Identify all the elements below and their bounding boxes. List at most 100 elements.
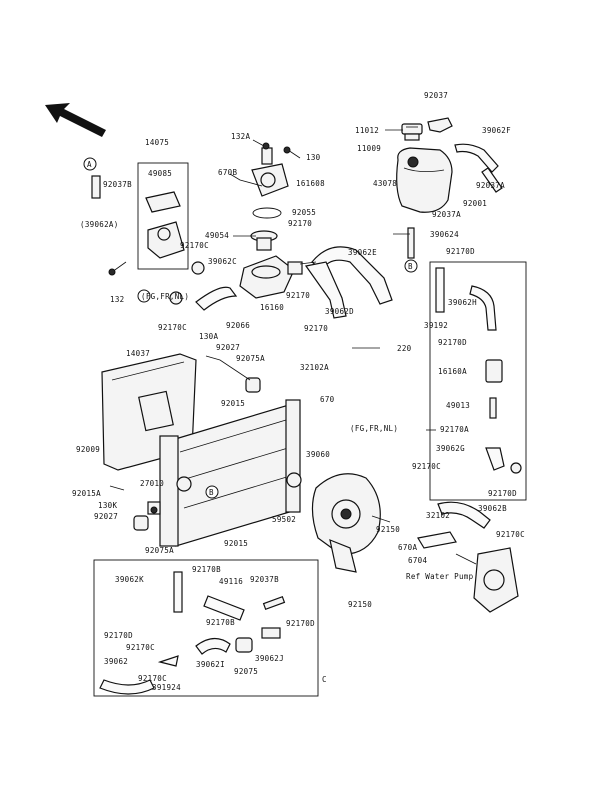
ref-circle-C: B: [205, 485, 219, 499]
label-161608: 161608: [296, 179, 325, 188]
hose-39062e: [311, 246, 393, 305]
label-39062e: 39062E: [348, 248, 377, 257]
label-fgfrnl2: C: [322, 675, 327, 684]
water-pump-59502: [311, 473, 381, 573]
label-92170d5: 92170D: [104, 631, 133, 640]
label-59502: 59502: [272, 515, 296, 524]
hose-39062b: [437, 501, 491, 529]
ref-C-label: B: [209, 488, 214, 497]
filler-neck-161608: [251, 142, 289, 197]
label-92170b: 92170: [286, 291, 310, 300]
label-92170c5: 92170C: [126, 643, 155, 652]
label-39062d: 39062D: [325, 307, 354, 316]
leader-lines: [109, 129, 477, 565]
clip-92170c-mid: [191, 261, 205, 275]
label-92015a2: 92015A: [72, 489, 101, 498]
ref-water-pump-cover: [473, 547, 519, 613]
label-39062c: 39062C: [208, 257, 237, 266]
label-92066: 92066: [226, 321, 250, 330]
label-92027a: 92027: [216, 343, 240, 352]
filler-14075: [137, 162, 189, 270]
overflow-hose-39062f: [454, 143, 503, 193]
label-92170c6: 92170C: [138, 674, 167, 683]
label-32102a: 32102A: [300, 363, 329, 372]
label-39062b: 39062B: [478, 504, 507, 513]
fgfrnl-box-bottom: [93, 559, 319, 697]
o-ring-92055: [252, 207, 282, 219]
label-130a: 130A: [199, 332, 218, 341]
label-92170d2: 92170D: [438, 338, 467, 347]
label-391924: 391924: [152, 683, 181, 692]
label-92015b: 92015: [224, 539, 248, 548]
label-92170c2: 92170C: [158, 323, 187, 332]
front-arrow-icon: [45, 103, 106, 137]
label-92170c1: 92170C: [180, 241, 209, 250]
label-43078: 43078: [373, 179, 397, 188]
label-16160: 16160: [260, 303, 284, 312]
label-92170d3: 92170D: [488, 489, 517, 498]
label-92037a: 92037A: [432, 210, 461, 219]
label-92170c4: 92170C: [496, 530, 525, 539]
ref-A-label: (FG,FR,NL): [141, 292, 189, 301]
label-92009: 92009: [76, 445, 100, 454]
label-16160a: 16160A: [438, 367, 467, 376]
label-6704: 6704: [408, 556, 427, 565]
label-92015a: 92015: [221, 399, 245, 408]
fgfrnl-box-right: [429, 261, 527, 501]
label-92150b: 92150: [348, 600, 372, 609]
label-92075a2: 92075A: [145, 546, 174, 555]
bolt-130: [283, 146, 301, 159]
label-49054: 49054: [205, 231, 229, 240]
hose-39062d: [304, 261, 347, 319]
label-92170d4: 92170D: [286, 619, 315, 628]
thermostat-housing-16160: [239, 255, 303, 299]
grommet-92075a: [133, 377, 261, 531]
label-39060: 39060: [306, 450, 330, 459]
bolt-132: [108, 261, 127, 276]
label-92001: 92001: [463, 199, 487, 208]
label-132: 132: [110, 295, 124, 304]
label-39062h: 39062H: [448, 298, 477, 307]
hose-390624: [407, 227, 415, 259]
label-32102: 32102: [426, 511, 450, 520]
label-92150a: 92150: [376, 525, 400, 534]
label-14075: 14075: [145, 138, 169, 147]
clip-92037: [427, 117, 453, 133]
label-220: 220: [397, 344, 412, 353]
radiator-39060: [159, 399, 302, 547]
label-27010: 27010: [140, 479, 164, 488]
label-92170a2: 92170A: [440, 425, 469, 434]
reservoir-cap: [401, 123, 423, 141]
label-39062g: 39062G: [436, 444, 465, 453]
label-92027b: 92027: [94, 512, 118, 521]
ref-B2-label: B: [408, 262, 413, 271]
label-49085: 49085: [148, 169, 172, 178]
label-49116: 49116: [219, 577, 243, 586]
label-39062: 39062: [104, 657, 128, 666]
label-130: 130: [306, 153, 321, 162]
label-92055: 92055: [292, 208, 316, 217]
hose-39062c: [195, 286, 238, 311]
label-fgfrnl1: (FG,FR,NL): [350, 424, 398, 433]
clip-92170c-left: [169, 291, 183, 305]
label-39062a: (39062A): [80, 220, 119, 229]
label-39062j: 39062J: [255, 654, 284, 663]
label-92037b2: 92037A: [476, 181, 505, 190]
label-390624: 390624: [430, 230, 459, 239]
label-39062k: 39062K: [115, 575, 144, 584]
label-49013: 49013: [446, 401, 470, 410]
label-92170e: 92170: [304, 324, 328, 333]
ref-circle-B2: B: [404, 259, 418, 273]
label-39192: 39192: [424, 321, 448, 330]
label-11012: 11012: [355, 126, 379, 135]
label-92170b2: 92170B: [192, 565, 221, 574]
hose-39062a: [91, 175, 101, 199]
label-670: 670: [320, 395, 335, 404]
fan-switch-27010: [147, 501, 161, 515]
label-11009: 11009: [357, 144, 381, 153]
label-39062i: 39062I: [196, 660, 225, 669]
label-132a: 132A: [231, 132, 250, 141]
reservoir-tank: [396, 147, 453, 213]
